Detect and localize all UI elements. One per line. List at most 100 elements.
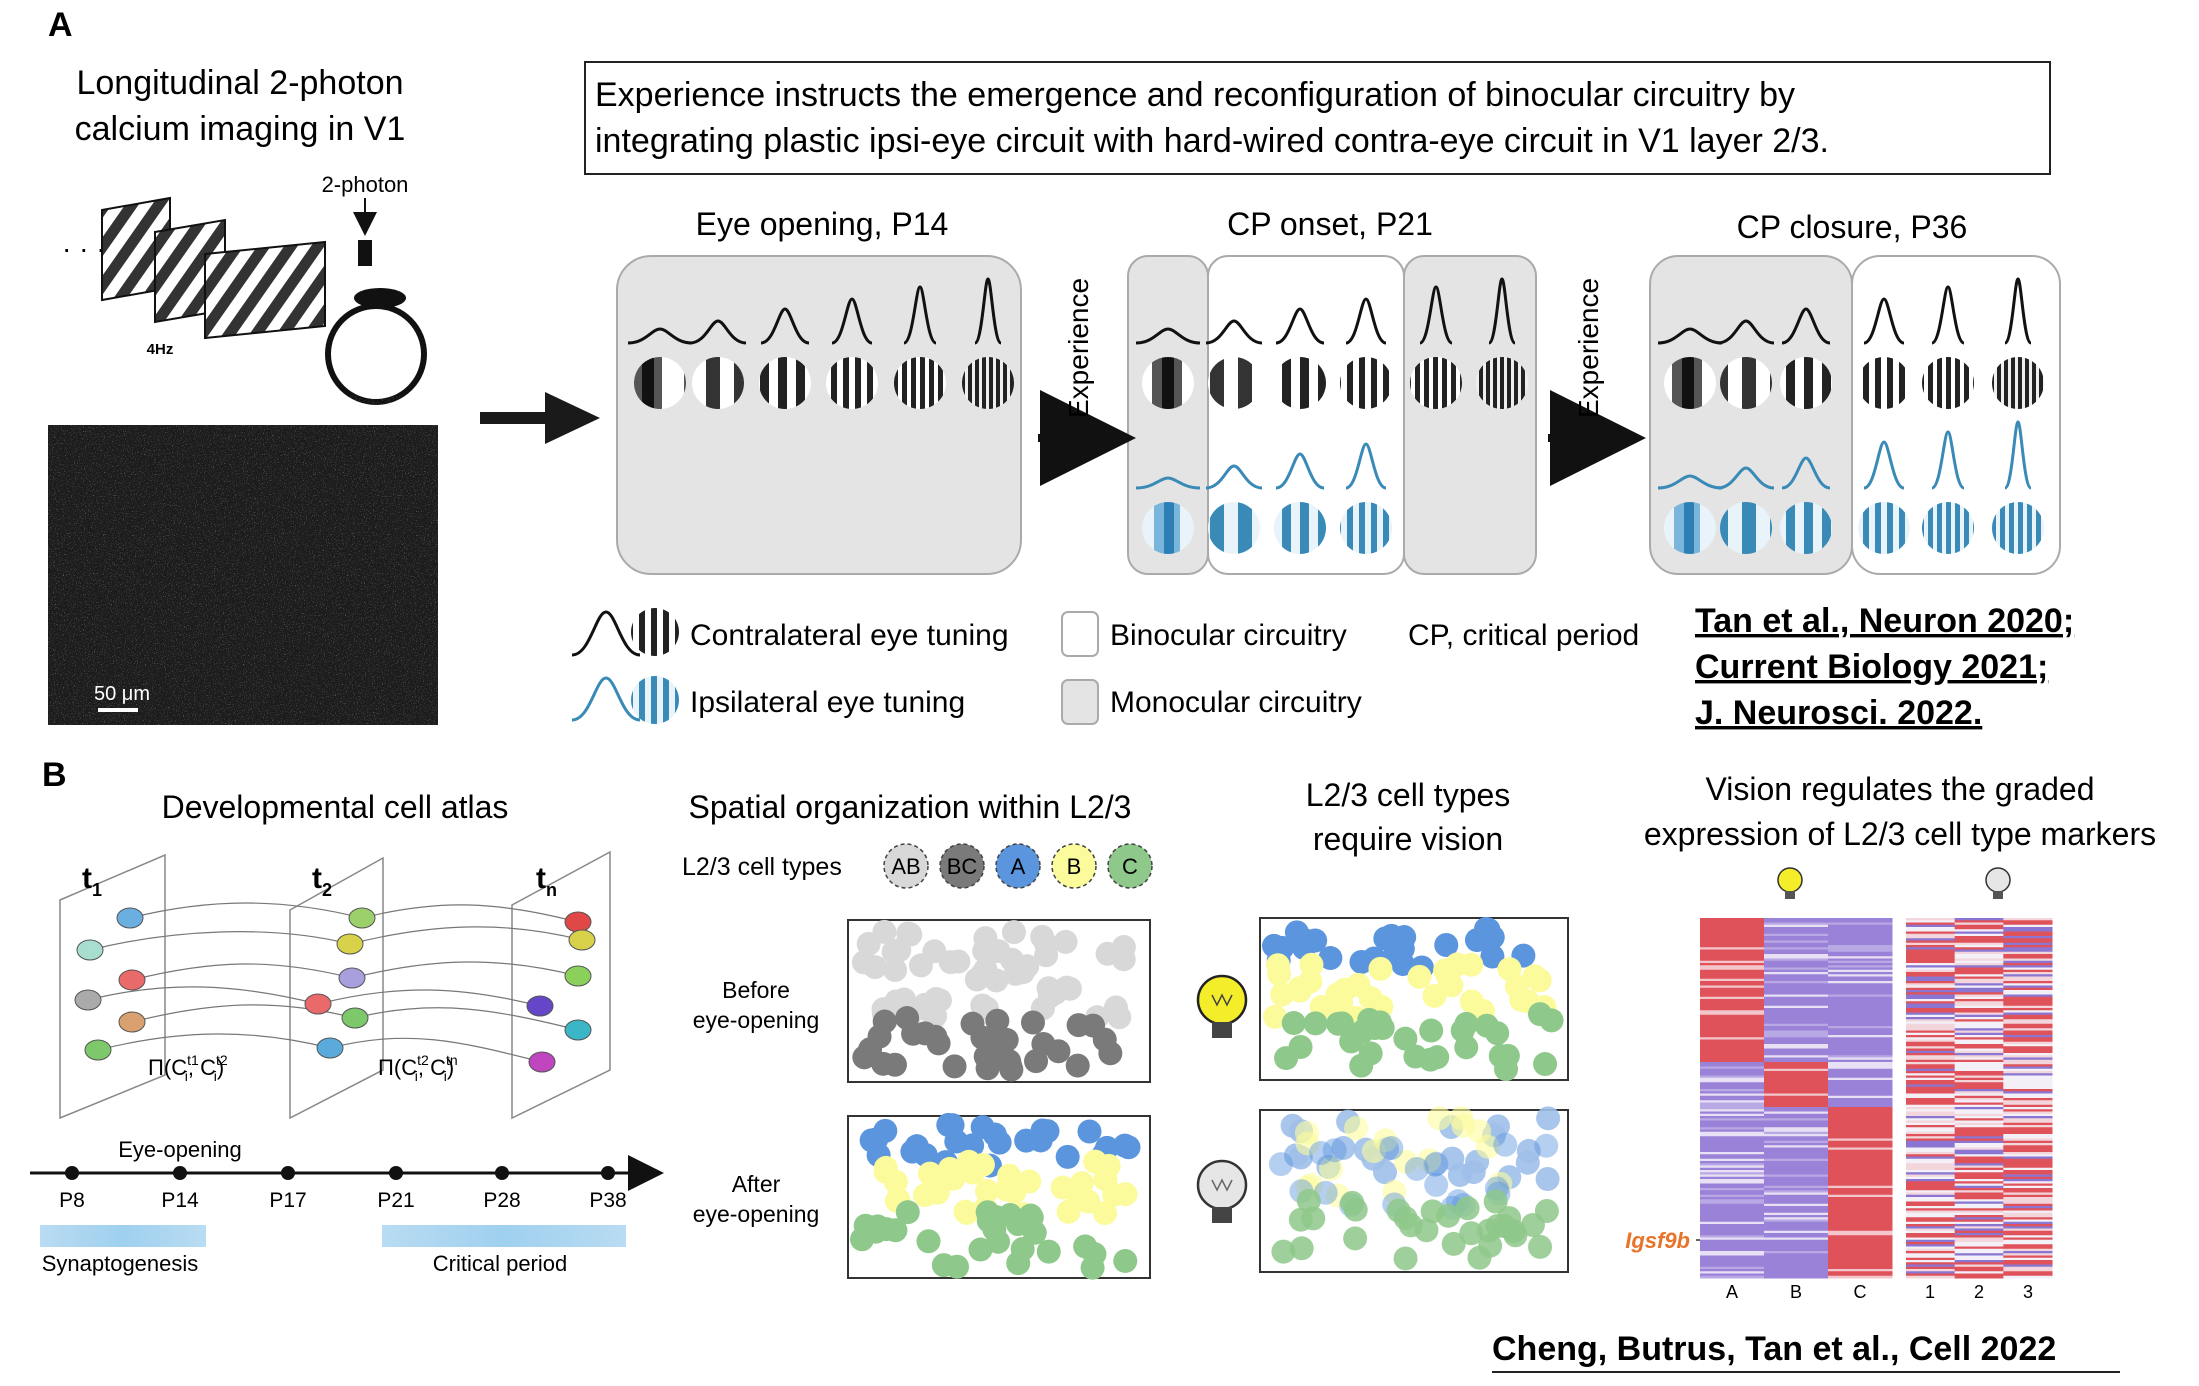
heat-cell <box>1828 1257 1893 1261</box>
heat-cell <box>1906 1215 1956 1218</box>
ipsi-grating-s3-4 <box>1922 502 1974 554</box>
heat-cell <box>1906 1057 1956 1061</box>
heat-cell <box>1906 1185 1956 1189</box>
heat-cell <box>1700 1194 1765 1198</box>
cell-dot <box>1340 1190 1365 1215</box>
contra-tuning-curve-s3-4 <box>1931 285 1965 345</box>
cell-dot <box>1379 1136 1404 1161</box>
heat-cell <box>1700 1262 1765 1265</box>
heat-cell <box>1764 1109 1829 1112</box>
heat-cell <box>1906 1269 1956 1272</box>
heat-cell <box>1954 1113 2004 1117</box>
heat-cell <box>1828 1057 1893 1061</box>
heat-cell <box>1906 1255 1956 1259</box>
cell-dot <box>923 1024 948 1049</box>
heat-cell <box>1954 1104 2004 1108</box>
legend-binocular: Binocular circuitry <box>1110 619 1347 652</box>
heat-cell <box>1954 1028 2004 1031</box>
contra-tuning-curve-s2-3 <box>1345 297 1387 345</box>
heat-cell <box>1828 1269 1893 1272</box>
heat-cell <box>1764 1219 1829 1223</box>
heat-cell <box>1700 1053 1765 1056</box>
heat-cell <box>1906 929 1956 932</box>
heat-cell <box>1700 1057 1765 1061</box>
heat-cell <box>1828 1048 1893 1052</box>
heat-cell <box>2003 1111 2053 1115</box>
cell-dot <box>1515 1150 1540 1175</box>
heat-cell <box>1906 1226 1956 1229</box>
heat-cell <box>1764 1179 1829 1182</box>
heat-cell <box>2003 994 2053 998</box>
heat-cell <box>1954 1066 2004 1070</box>
heat-cell <box>1828 1084 1893 1088</box>
heat-cell <box>1954 1014 2004 1018</box>
heat-cell <box>1700 1129 1765 1133</box>
heat-cell <box>1828 954 1893 957</box>
heat-cell <box>1700 1147 1765 1151</box>
contra-grating-s1-5 <box>962 357 1014 409</box>
heat-cell <box>1764 1066 1829 1070</box>
heat-cell <box>1764 1071 1829 1074</box>
heat-cell <box>1764 1251 1829 1254</box>
cell-dot <box>896 921 921 946</box>
heat-cell <box>1954 1260 2004 1263</box>
heat-cell <box>1764 1210 1829 1214</box>
heat-cell <box>1764 1217 1829 1220</box>
heat-cell <box>2003 1253 2053 1256</box>
heat-cell <box>1828 920 1893 923</box>
heat-cell <box>1954 940 2004 944</box>
heat-cell <box>1700 1122 1765 1126</box>
heat-cell <box>1764 994 1829 998</box>
heat-cell <box>1906 987 1956 991</box>
heat-cell <box>1764 963 1829 966</box>
heat-cell <box>1700 1179 1765 1182</box>
heat-cell <box>1764 1275 1829 1279</box>
heat-cell <box>1764 974 1829 977</box>
heat-cell <box>2003 963 2053 966</box>
heat-cell <box>1764 922 1829 926</box>
heat-cell <box>2003 1129 2053 1133</box>
heat-cell <box>1700 972 1765 975</box>
cell-dot <box>858 1037 883 1062</box>
heat-cell <box>1828 956 1893 959</box>
heat-cell <box>1700 1023 1765 1027</box>
heat-cell <box>1764 1181 1829 1184</box>
heat-cell <box>1764 1037 1829 1040</box>
heat-cell <box>1828 1086 1893 1090</box>
heat-cell <box>1906 1147 1956 1151</box>
heat-cell <box>1906 1179 1956 1182</box>
cell-dot <box>1436 1203 1461 1228</box>
heat-cell <box>1700 1041 1765 1045</box>
heat-cell <box>1954 974 2004 977</box>
contra-grating-s1-1 <box>692 357 744 409</box>
heat-cell <box>1906 994 1956 998</box>
heat-cell <box>1954 922 2004 926</box>
heat-cell <box>1906 956 1956 959</box>
heat-cell <box>1828 1217 1893 1220</box>
binocular-swatch <box>1061 611 1099 657</box>
heat-cell <box>1764 1080 1829 1083</box>
heat-cell <box>1700 1100 1765 1103</box>
heat-cell <box>1906 1242 1956 1245</box>
heat-cell <box>1906 949 1956 953</box>
heat-cell <box>1764 1172 1829 1175</box>
heat-cell <box>1828 1154 1893 1157</box>
plane-t2 <box>289 856 384 1120</box>
heat-cell <box>1764 951 1829 955</box>
heat-cell <box>1954 1188 2004 1191</box>
contra-tuning-curve-s3-3 <box>1863 297 1905 345</box>
light-bulb-off-icon <box>1196 1159 1248 1223</box>
heat-cell <box>1700 1233 1765 1236</box>
heat-cell <box>1764 1122 1829 1126</box>
heat-cell <box>2003 1228 2053 1232</box>
heat-cell <box>1700 1212 1765 1216</box>
heat-cell <box>2003 936 2053 939</box>
heat-cell <box>1954 931 2004 935</box>
heat-cell <box>1828 1143 1893 1146</box>
heat-cell <box>1764 1170 1829 1173</box>
heat-cell <box>2003 1149 2053 1153</box>
heatmap-light <box>1700 918 1893 1279</box>
summary-box <box>584 61 2051 175</box>
heatmap1-col-C: C <box>1854 1282 1867 1302</box>
heat-cell <box>1828 1001 1893 1004</box>
